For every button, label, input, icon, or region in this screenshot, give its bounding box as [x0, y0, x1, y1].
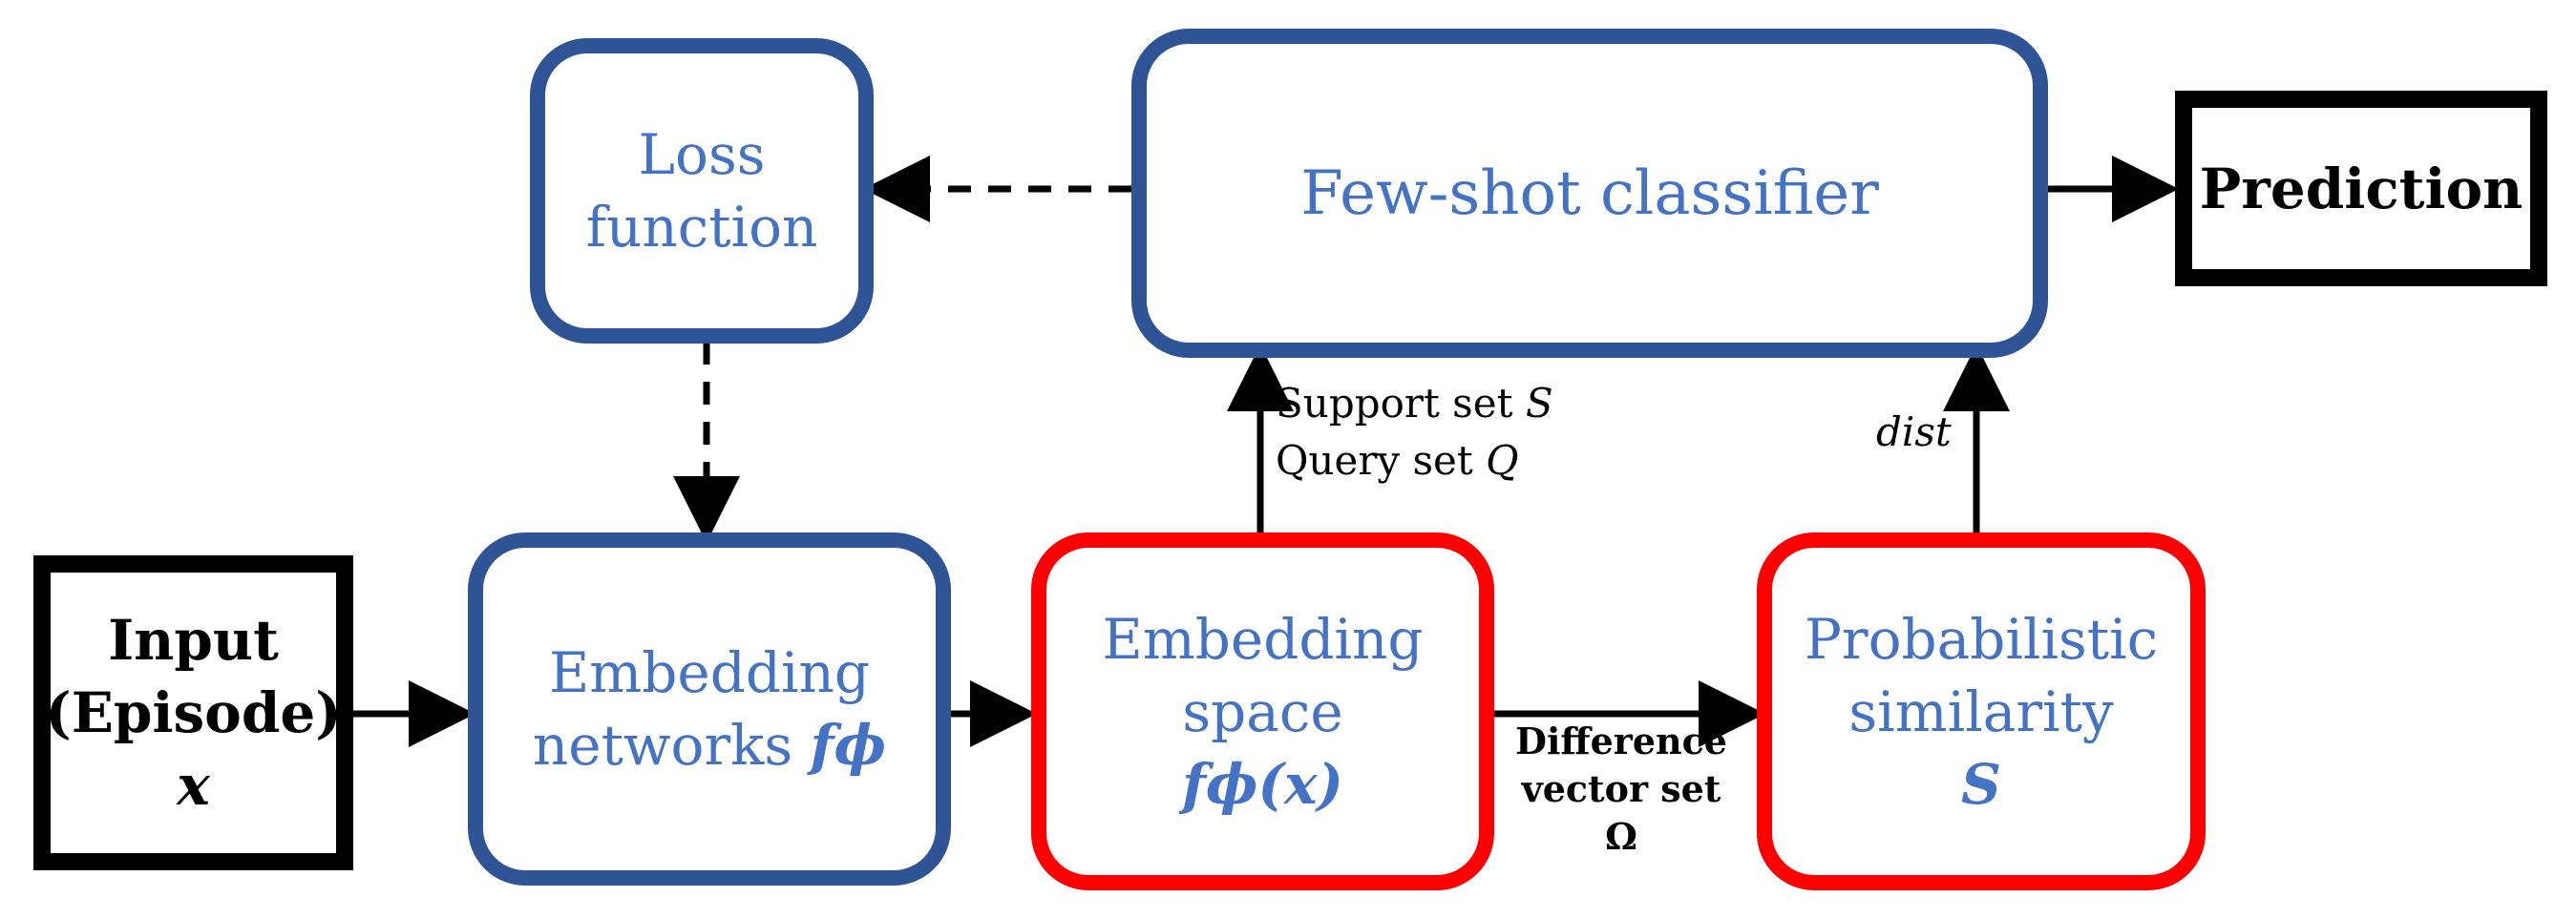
prediction-label: Prediction	[2199, 156, 2523, 221]
probabilistic-similarity-node: Probabilistic similarity S	[1757, 532, 2206, 890]
query-set-label: Query set Q	[1276, 434, 1519, 488]
embedding-space-f-phi-x: fϕ(x)	[1181, 751, 1343, 817]
difference-omega: Ω	[1605, 815, 1637, 858]
query-set-var: Q	[1486, 437, 1519, 484]
prediction-node: Prediction	[2175, 91, 2547, 286]
difference-vector-set-label: Difference vector set Ω	[1507, 718, 1736, 861]
support-set-text: Support set	[1276, 380, 1526, 427]
loss-function-line1: Loss	[638, 122, 766, 187]
input-var-x: x	[177, 753, 210, 818]
input-line2: (Episode)	[45, 680, 342, 745]
embedding-space-line1: Embedding	[1102, 606, 1424, 672]
loss-function-node: Loss function	[530, 38, 874, 344]
probabilistic-similarity-line2: similarity	[1848, 678, 2114, 744]
embedding-networks-f-phi: fϕ	[810, 713, 887, 778]
query-set-text: Query set	[1276, 437, 1487, 484]
embedding-space-line2: space	[1182, 678, 1343, 744]
support-set-label: Support set S	[1276, 377, 1553, 430]
embedding-networks-line2: networks fϕ	[533, 709, 886, 782]
loss-function-line2: function	[585, 195, 818, 260]
embedding-space-node: Embedding space fϕ(x)	[1031, 532, 1494, 890]
embedding-networks-node: Embedding networks fϕ	[468, 532, 951, 886]
probabilistic-similarity-var-s: S	[1961, 751, 2001, 817]
dist-text: dist	[1876, 408, 1952, 455]
few-shot-classifier-node: Few-shot classifier	[1131, 29, 2048, 358]
embedding-networks-line2-text: networks	[532, 713, 811, 778]
probabilistic-similarity-line1: Probabilistic	[1804, 606, 2159, 672]
difference-line1: Difference	[1515, 720, 1727, 762]
input-line1: Input	[108, 608, 279, 673]
support-set-var: S	[1525, 380, 1553, 427]
difference-line2: vector set	[1521, 767, 1721, 810]
embedding-networks-line1: Embedding	[548, 640, 871, 705]
input-node: Input (Episode) x	[33, 555, 353, 870]
dist-label: dist	[1876, 406, 1952, 459]
few-shot-classifier-label: Few-shot classifier	[1300, 157, 1879, 229]
